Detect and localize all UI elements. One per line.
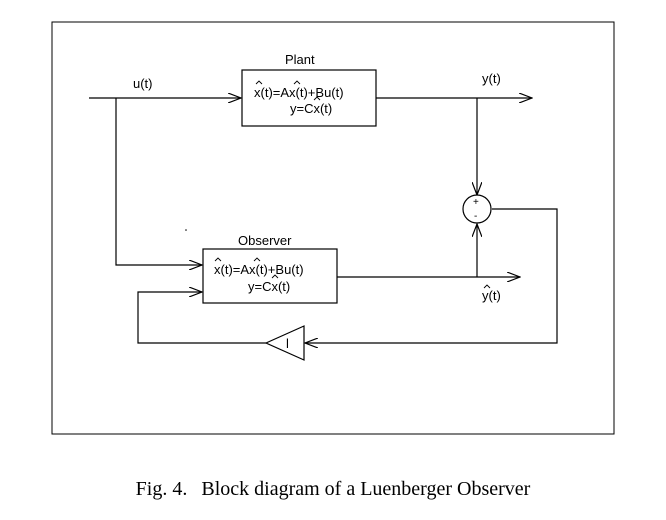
plant-equation-1: x(t)=Ax(t)+Bu(t) <box>254 85 344 100</box>
caption-label: Fig. 4. <box>135 478 188 500</box>
observer-equation-2: y=Cx(t) <box>248 279 290 294</box>
caption-text: Block diagram of a Luenberger Observer <box>201 478 531 500</box>
figure-caption: Fig. 4. Block diagram of a Luenberger Obs… <box>0 478 666 501</box>
plant-title: Plant <box>285 52 315 67</box>
observer-equation-1: x(t)=Ax(t)+Bu(t) <box>214 262 304 277</box>
error-feedback-line <box>305 208 558 343</box>
input-label: u(t) <box>133 76 153 91</box>
plant-xhat-mark <box>293 80 301 85</box>
observer-xdot-mark <box>214 257 222 262</box>
plant-yhat-mark <box>313 96 321 101</box>
plant-equation-2: y=Cx(t) <box>290 101 332 116</box>
observer-title: Observer <box>238 233 292 248</box>
plant-xdot-mark <box>255 80 263 85</box>
stray-dot <box>185 229 187 231</box>
summer-minus-sign: - <box>474 211 477 222</box>
output-label: y(t) <box>482 71 501 86</box>
observer-block <box>202 248 338 304</box>
gain-to-observer-line <box>137 292 266 344</box>
estimate-hat-mark <box>483 284 491 289</box>
input-branch-line <box>115 98 202 265</box>
summer-plus-sign: + <box>473 197 479 208</box>
figure-frame <box>51 21 615 435</box>
observer-yhat-mark <box>271 274 279 279</box>
plant-block <box>241 69 377 127</box>
gain-block <box>264 325 305 361</box>
observer-xhat-mark <box>253 257 261 262</box>
gain-label: l <box>286 336 289 351</box>
block-diagram: u(t) Plant x(t)=Ax(t)+Bu(t) y=Cx(t) y(t)… <box>51 21 615 435</box>
estimate-label: y(t) <box>482 288 501 303</box>
